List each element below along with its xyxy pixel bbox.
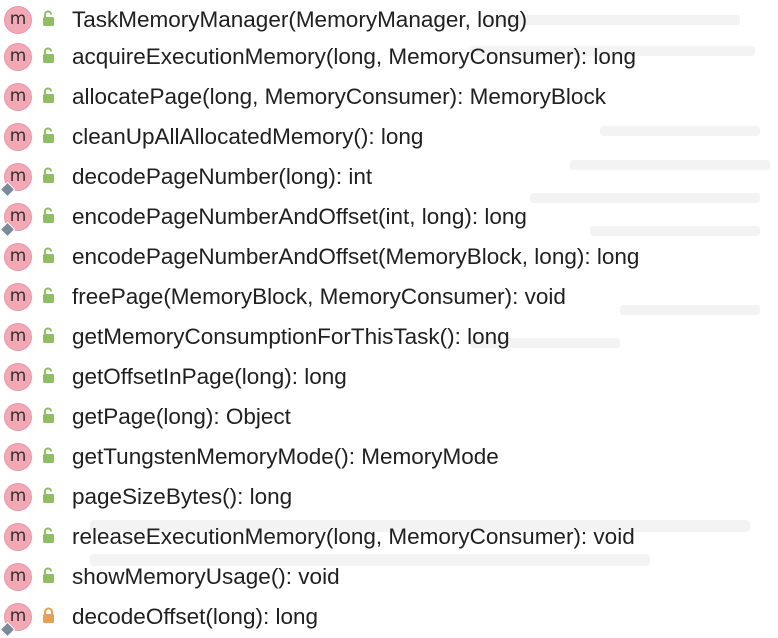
lock-icon	[41, 607, 56, 624]
method-icon-letter: m	[9, 285, 27, 306]
method-icon: m	[4, 283, 32, 311]
method-row[interactable]: m allocatePage(long, MemoryConsumer): Mem…	[0, 77, 778, 117]
method-signature: allocatePage(long, MemoryConsumer): Memo…	[72, 84, 606, 109]
method-row[interactable]: m getTungstenMemoryMode(): MemoryMode	[0, 437, 778, 477]
method-row[interactable]: m getOffsetInPage(long): long	[0, 357, 778, 397]
method-icon: m	[4, 323, 32, 351]
method-icon-letter: m	[9, 205, 27, 226]
method-icon-letter: m	[9, 245, 27, 266]
method-icon: m	[4, 83, 32, 111]
unlock-icon	[41, 47, 56, 64]
method-icon: m	[4, 483, 32, 511]
method-row[interactable]: m cleanUpAllAllocatedMemory(): long	[0, 117, 778, 157]
method-row[interactable]: m encodePageNumberAndOffset(int, long): l…	[0, 197, 778, 238]
method-signature: showMemoryUsage(): void	[72, 564, 340, 589]
method-signature: freePage(MemoryBlock, MemoryConsumer): v…	[72, 284, 566, 309]
unlock-icon	[41, 207, 56, 224]
method-row[interactable]: m acquireExecutionMemory(long, MemoryCons…	[0, 37, 778, 77]
unlock-icon	[41, 287, 56, 304]
method-icon: m	[4, 523, 32, 551]
method-row[interactable]: m decodePageNumber(long): int	[0, 157, 778, 198]
method-row[interactable]: m decodeOffset(long): long	[0, 597, 778, 638]
method-icon: m	[4, 6, 32, 34]
method-row[interactable]: m pageSizeBytes(): long	[0, 477, 778, 517]
method-row[interactable]: m showMemoryUsage(): void	[0, 557, 778, 597]
unlock-icon	[41, 127, 56, 144]
method-icon: m	[4, 123, 32, 151]
method-signature: getTungstenMemoryMode(): MemoryMode	[72, 444, 499, 469]
method-icon: m	[4, 43, 32, 71]
method-icon-letter: m	[9, 365, 27, 386]
method-icon: m	[4, 443, 32, 471]
method-signature: releaseExecutionMemory(long, MemoryConsu…	[72, 524, 635, 549]
method-icon-letter: m	[9, 45, 27, 66]
method-icon-letter: m	[9, 325, 27, 346]
unlock-icon	[41, 167, 56, 184]
method-signature: getPage(long): Object	[72, 404, 291, 429]
method-signature: encodePageNumberAndOffset(MemoryBlock, l…	[72, 244, 640, 269]
unlock-icon	[41, 447, 56, 464]
method-icon-letter: m	[9, 85, 27, 106]
method-signature: cleanUpAllAllocatedMemory(): long	[72, 124, 424, 149]
method-icon: m	[4, 243, 32, 271]
method-icon-letter: m	[9, 445, 27, 466]
unlock-icon	[41, 527, 56, 544]
unlock-icon	[41, 407, 56, 424]
method-icon-letter: m	[9, 525, 27, 546]
method-row[interactable]: m getPage(long): Object	[0, 397, 778, 437]
method-icon-letter: m	[9, 165, 27, 186]
method-signature: decodePageNumber(long): int	[72, 164, 373, 189]
method-signature: decodeOffset(long): long	[72, 604, 318, 629]
method-icon-letter: m	[9, 125, 27, 146]
method-signature: pageSizeBytes(): long	[72, 484, 293, 509]
unlock-icon	[41, 567, 56, 584]
method-icon-letter: m	[9, 405, 27, 426]
method-signature: TaskMemoryManager(MemoryManager, long)	[72, 7, 528, 32]
method-row[interactable]: m getMemoryConsumptionForThisTask(): long	[0, 317, 778, 357]
method-icon-letter: m	[9, 605, 27, 626]
unlock-icon	[41, 327, 56, 344]
unlock-icon	[41, 10, 56, 27]
method-row[interactable]: m encodePageNumberAndOffset(MemoryBlock, …	[0, 237, 778, 277]
method-row[interactable]: m freePage(MemoryBlock, MemoryConsumer): …	[0, 277, 778, 317]
unlock-icon	[41, 247, 56, 264]
method-signature: acquireExecutionMemory(long, MemoryConsu…	[72, 44, 636, 69]
method-row[interactable]: m releaseExecutionMemory(long, MemoryCons…	[0, 517, 778, 557]
method-signature: encodePageNumberAndOffset(int, long): lo…	[72, 204, 527, 229]
method-icon-letter: m	[9, 485, 27, 506]
method-signature: getMemoryConsumptionForThisTask(): long	[72, 324, 510, 349]
method-row[interactable]: m TaskMemoryManager(MemoryManager, long)	[0, 0, 778, 40]
unlock-icon	[41, 487, 56, 504]
method-icon: m	[4, 363, 32, 391]
method-icon: m	[4, 563, 32, 591]
method-icon-letter: m	[9, 565, 27, 586]
method-signature: getOffsetInPage(long): long	[72, 364, 347, 389]
method-icon: m	[4, 403, 32, 431]
unlock-icon	[41, 87, 56, 104]
method-icon-letter: m	[9, 8, 27, 29]
unlock-icon	[41, 367, 56, 384]
